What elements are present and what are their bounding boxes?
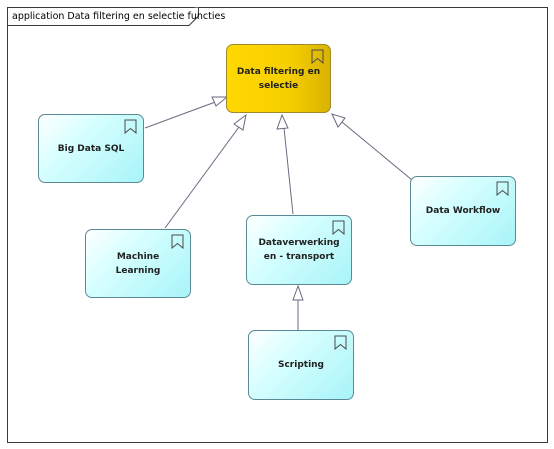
node-dataverwerking-en-transport[interactable]: Dataverwerking en - transport (246, 215, 352, 285)
application-function-icon (171, 234, 184, 249)
node-label: Data filtering en selectie (236, 66, 321, 91)
application-function-icon (124, 119, 137, 134)
arrowhead-big-data-sql (211, 96, 229, 107)
node-label: Data Workflow (425, 206, 501, 216)
application-function-icon (334, 335, 347, 350)
node-label: Machine Learning (115, 251, 161, 276)
node-label: Dataverwerking en - transport (258, 238, 340, 262)
arrowhead-data-workflow (331, 113, 346, 128)
frame-tab (7, 7, 199, 26)
frame-title: application Data filtering en selectie f… (12, 11, 226, 22)
node-label: Big Data SQL (57, 143, 125, 154)
relation-dataverwerking[interactable] (283, 127, 294, 215)
node-scripting[interactable]: Scripting (248, 330, 354, 400)
relation-machine-learning[interactable] (164, 126, 240, 229)
node-machine-learning[interactable]: Machine Learning (85, 229, 191, 298)
node-data-filtering-en-selectie[interactable]: Data filtering en selectie (226, 44, 331, 113)
node-data-workflow[interactable]: Data Workflow (410, 176, 516, 246)
node-label: Scripting (277, 360, 325, 370)
arrowhead-dataverwerking (276, 113, 289, 130)
application-function-icon (311, 49, 324, 64)
node-big-data-sql[interactable]: Big Data SQL (38, 114, 144, 183)
arrowhead-machine-learning (233, 113, 247, 131)
application-function-icon (496, 181, 509, 196)
application-function-icon (332, 220, 345, 235)
arrowhead-scripting (292, 284, 304, 301)
relation-big-data-sql[interactable] (144, 100, 219, 129)
relation-data-workflow[interactable] (341, 121, 413, 181)
